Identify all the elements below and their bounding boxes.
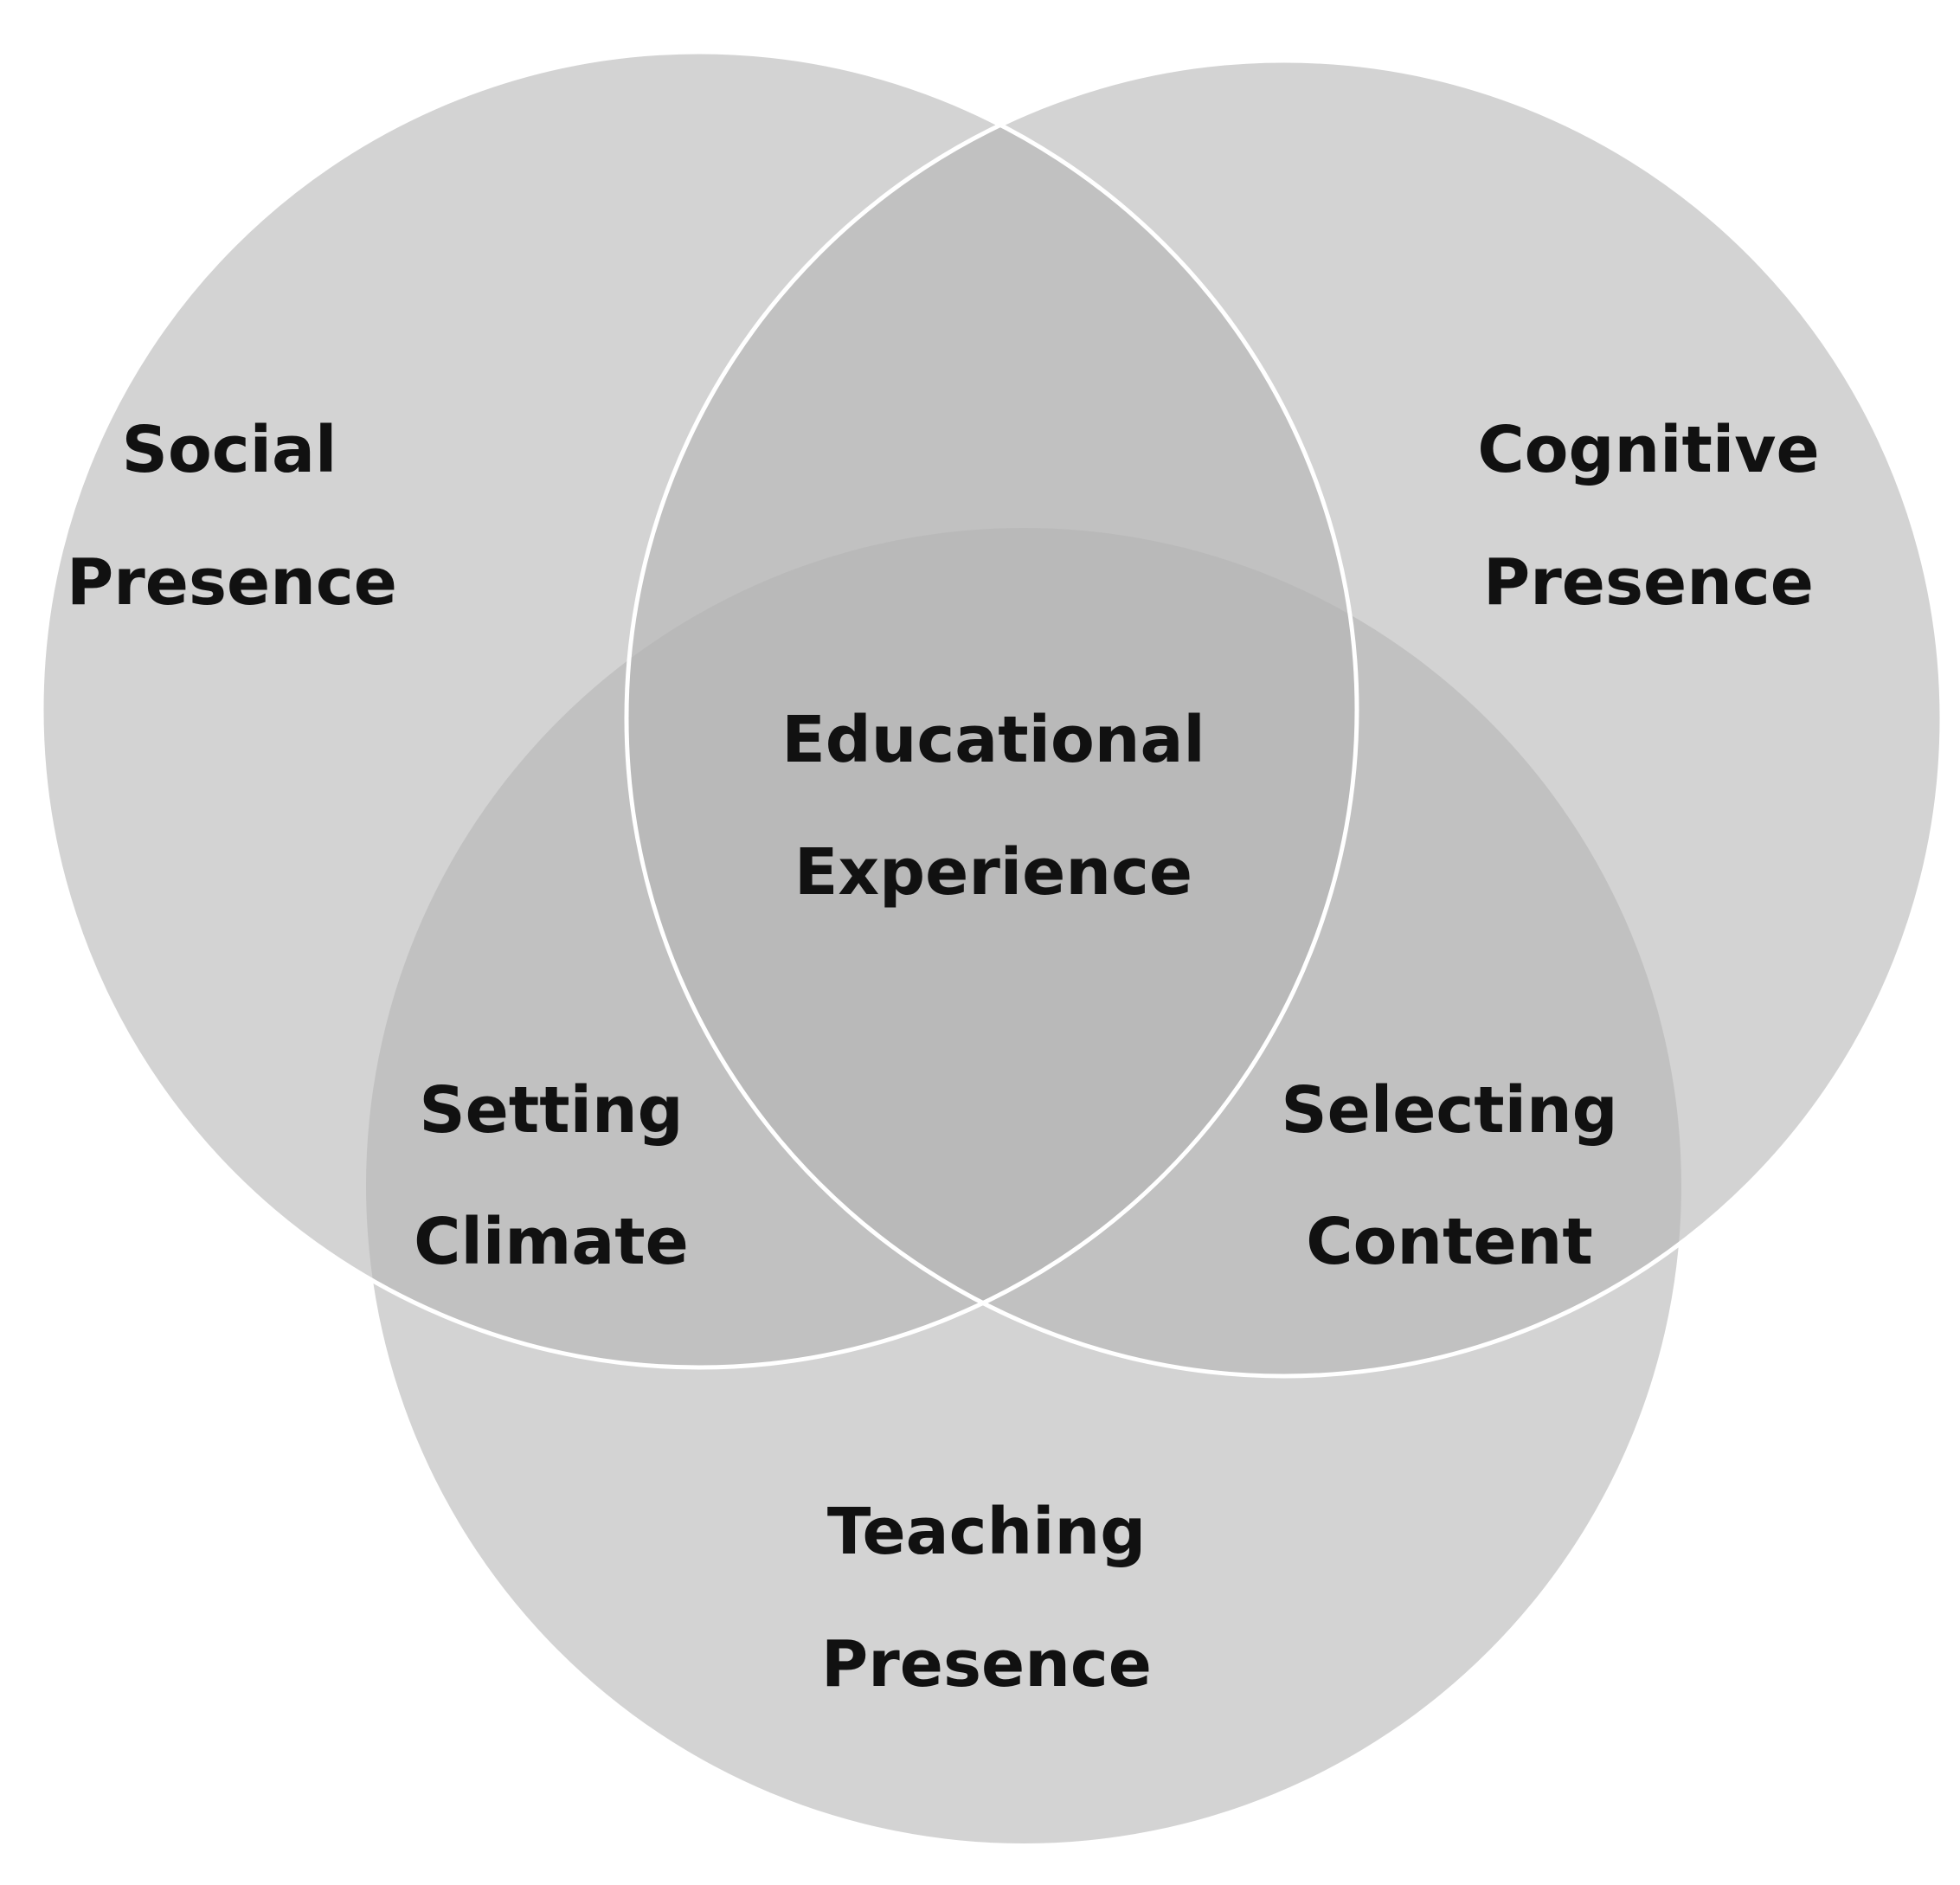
social-presence-outline — [39, 49, 1359, 1370]
social-presence-label-line2: Presence — [67, 545, 397, 620]
teaching-presence-circle — [366, 528, 1681, 1843]
educational-experience-label-line2: Experience — [794, 835, 1192, 910]
setting-climate-label-line2: Climate — [414, 1205, 689, 1279]
teaching-presence-label-line2: Presence — [821, 1627, 1152, 1702]
selecting-content-label-line2: Content — [1306, 1205, 1592, 1279]
cognitive-presence-outline — [624, 58, 1944, 1379]
setting-climate-label-line1: Setting — [419, 1073, 683, 1148]
educational-experience-label-line1: Educational — [781, 703, 1205, 777]
social-presence-label-line1: Social — [122, 413, 337, 487]
cognitive-presence-label-line1: Cognitive — [1477, 413, 1819, 487]
teaching-presence-label-line1: Teaching — [827, 1495, 1146, 1569]
cognitive-presence-label-line2: Presence — [1483, 545, 1814, 620]
selecting-content-label-line1: Selecting — [1281, 1073, 1617, 1148]
